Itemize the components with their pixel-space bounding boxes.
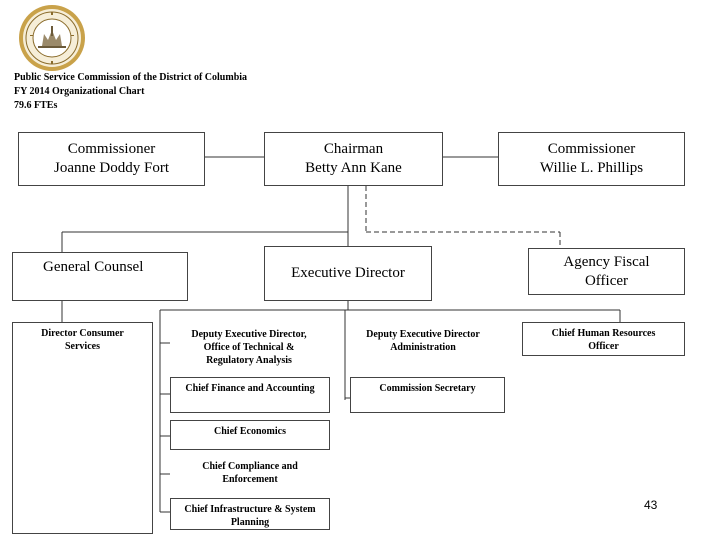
chief-compliance-label: Chief Compliance and Enforcement: [202, 461, 298, 485]
chief-hr-officer-label: Chief Human Resources Officer: [551, 328, 656, 352]
executive-director-label: Executive Director: [291, 265, 405, 281]
box-executive-director: Executive Director: [264, 246, 432, 301]
box-chief-finance-accounting: Chief Finance and Accounting: [170, 377, 330, 413]
commissioner-fort-label: Commissioner Joanne Doddy Fort: [54, 141, 169, 176]
director-consumer-services-label: Director Consumer Services: [41, 328, 124, 352]
box-general-counsel: General Counsel: [12, 252, 188, 301]
general-counsel-label: General Counsel: [43, 259, 144, 275]
box-chief-hr-officer: Chief Human Resources Officer: [522, 322, 685, 356]
box-chief-infrastructure: Chief Infrastructure & System Planning: [170, 498, 330, 530]
chief-finance-accounting-label: Chief Finance and Accounting: [185, 383, 315, 394]
chief-infrastructure-label: Chief Infrastructure & System Planning: [184, 504, 316, 528]
agency-name: Public Service Commission of the Distric…: [14, 72, 248, 83]
agency-fiscal-officer-label: Agency Fiscal Officer: [563, 253, 650, 289]
chairman-label: Chairman Betty Ann Kane: [305, 141, 402, 176]
chart-title: FY 2014 Organizational Chart: [14, 86, 145, 97]
box-director-consumer-services: Director Consumer Services: [12, 322, 153, 534]
box-deputy-exec-technical: Deputy Executive Director, Office of Tec…: [170, 324, 328, 366]
commission-secretary-label: Commission Secretary: [379, 383, 476, 394]
deputy-exec-admin-label: Deputy Executive Director Administration: [366, 329, 480, 353]
box-chief-economics: Chief Economics: [170, 420, 330, 450]
box-commissioner-phillips: Commissioner Willie L. Phillips: [498, 132, 685, 186]
dc-seal-logo: [19, 5, 85, 71]
box-deputy-exec-admin: Deputy Executive Director Administration: [350, 324, 496, 358]
fte-count: 79.6 FTEs: [14, 100, 58, 111]
box-commissioner-fort: Commissioner Joanne Doddy Fort: [18, 132, 205, 186]
chief-economics-label: Chief Economics: [214, 426, 286, 437]
box-agency-fiscal-officer: Agency Fiscal Officer: [528, 248, 685, 295]
box-chairman: Chairman Betty Ann Kane: [264, 132, 443, 186]
deputy-exec-technical-label: Deputy Executive Director, Office of Tec…: [191, 329, 307, 366]
page-number: 43: [644, 498, 658, 512]
box-commission-secretary: Commission Secretary: [350, 377, 505, 413]
box-chief-compliance: Chief Compliance and Enforcement: [170, 456, 330, 490]
commissioner-phillips-label: Commissioner Willie L. Phillips: [539, 141, 644, 176]
chart-header: Public Service Commission of the Distric…: [14, 71, 247, 113]
